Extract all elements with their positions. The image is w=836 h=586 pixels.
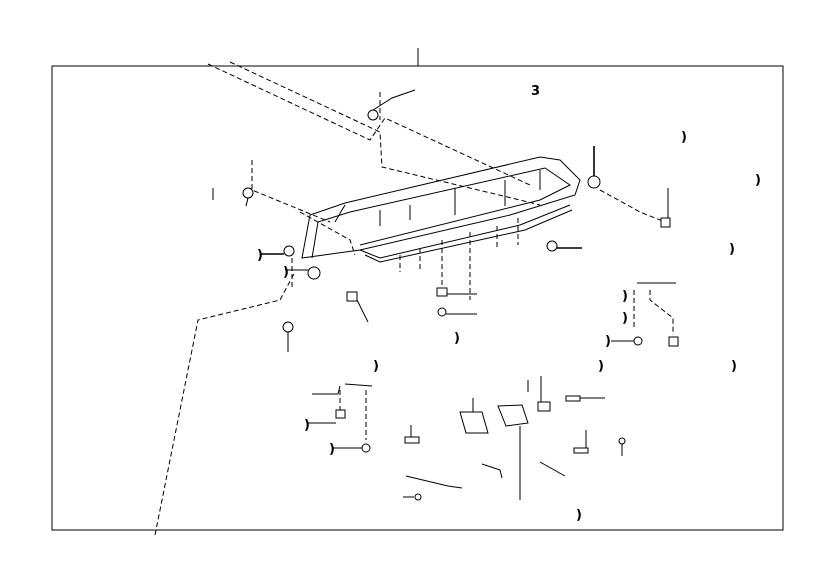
screw-icon xyxy=(282,321,294,333)
screw-icon xyxy=(546,240,558,252)
callout-label: ) xyxy=(576,508,582,523)
bracket-icon xyxy=(459,411,489,434)
callout-label: ) xyxy=(257,248,263,263)
callout-label: ) xyxy=(729,242,735,257)
diagram-frame xyxy=(51,65,784,531)
pad-icon xyxy=(565,395,581,402)
fasteners xyxy=(212,89,679,501)
clip-icon xyxy=(537,401,551,412)
bracket-icon xyxy=(335,409,346,419)
clip-icon xyxy=(346,291,358,302)
bracket-icon xyxy=(497,404,529,427)
callout-label: ) xyxy=(598,359,604,374)
callout-label: ) xyxy=(755,173,761,188)
callout-label: ) xyxy=(329,442,335,457)
clip-icon xyxy=(242,187,254,199)
callout-label: ) xyxy=(622,289,628,304)
pad-icon xyxy=(404,436,420,444)
grommet-icon xyxy=(587,175,601,189)
grommet-icon xyxy=(367,109,379,121)
callout-label: ) xyxy=(283,265,289,280)
callout-label: ) xyxy=(454,331,460,346)
screw-icon xyxy=(414,493,422,501)
nut-icon xyxy=(668,336,679,347)
callout-label: ) xyxy=(622,311,628,326)
screw-icon xyxy=(361,443,371,453)
callout-label: ) xyxy=(731,359,737,374)
callout-label: ) xyxy=(304,418,310,433)
callout-labels: 3 ) ) ) ) ) ) ) ) ) ) ) ) ) ) ) xyxy=(257,84,761,523)
callout-label: 3 xyxy=(531,84,540,99)
pad-icon xyxy=(573,447,589,454)
nut-icon xyxy=(660,217,671,228)
screw-icon xyxy=(437,307,447,317)
grommet-icon xyxy=(283,245,295,257)
pin-icon xyxy=(618,437,626,445)
rear-spoiler xyxy=(301,156,581,300)
callout-label: ) xyxy=(373,359,379,374)
callout-label: ) xyxy=(605,334,611,349)
dashed-guide-lines xyxy=(154,61,674,536)
grommet-icon xyxy=(307,266,321,280)
screw-icon xyxy=(633,336,643,346)
callout-label: ) xyxy=(681,130,687,145)
clip-icon xyxy=(436,287,448,297)
